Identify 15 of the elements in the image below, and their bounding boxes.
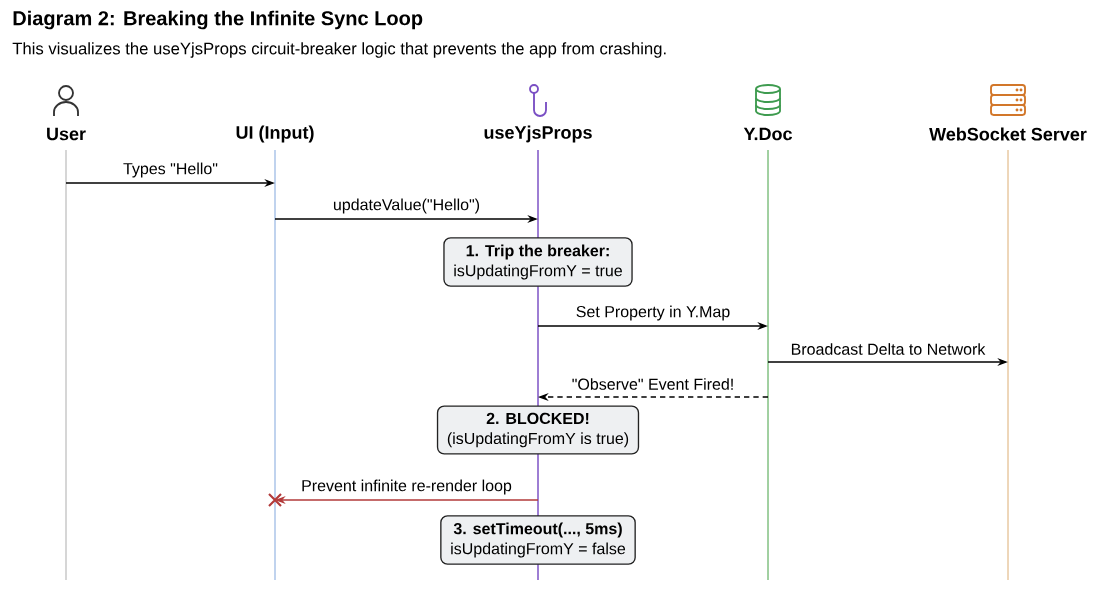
participant-label: useYjsProps	[484, 125, 592, 143]
note-box: 3. setTimeout(..., 5ms) isUpdatingFromY = false	[440, 515, 636, 565]
note-box: 2. BLOCKED! (isUpdatingFromY is true)	[436, 405, 640, 455]
arrow	[267, 492, 539, 508]
participant-label: User	[47, 127, 86, 141]
title: Diagram 2: Breaking the Infinite Sync Loop	[13, 10, 423, 30]
edge-label: Set Property in Y.Map	[574, 304, 732, 322]
participant-label: UI (Input)	[236, 125, 314, 143]
edge-label: Prevent infinite re-render loop	[299, 478, 514, 496]
participant-label: WebSocket Server	[929, 127, 1087, 141]
edge-label: Types "Hello"	[121, 161, 220, 179]
caption: This visualizes the useYjsProps circuit-breaker logic that prevents the app from crashing.	[12, 42, 666, 58]
participant-label: Y.Doc	[743, 127, 792, 141]
note-box: 1. Trip the breaker: isUpdatingFromY = true	[443, 237, 633, 287]
edge-label: updateValue("Hello")	[331, 197, 482, 215]
